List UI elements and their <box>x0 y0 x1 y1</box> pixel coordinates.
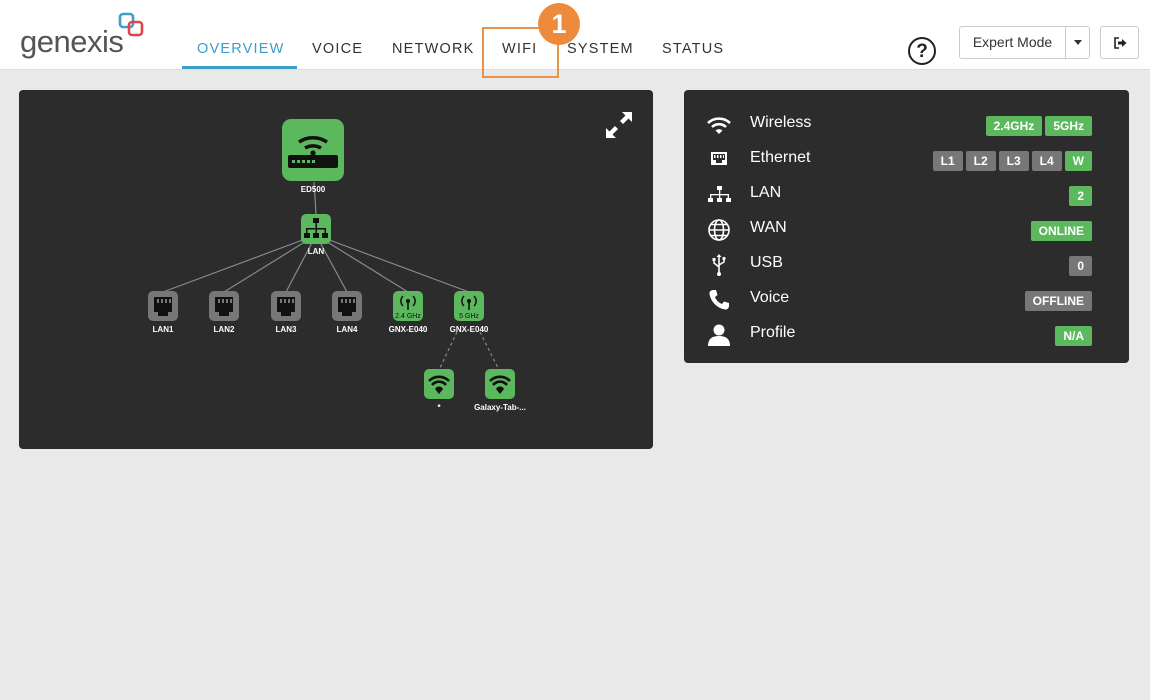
pill-ethernet-l3[interactable]: L3 <box>998 151 1029 171</box>
radio-5ghz-node[interactable]: 5 GHz <box>454 291 484 321</box>
mode-select[interactable]: Expert Mode <box>959 26 1090 59</box>
voice-pills: OFFLINE <box>1024 291 1092 311</box>
router-icon <box>288 135 338 168</box>
antenna-icon <box>461 295 477 310</box>
expand-icon[interactable] <box>604 110 634 140</box>
active-tab-underline <box>182 66 297 69</box>
router-label: ED500 <box>301 185 326 194</box>
pill-profile-value[interactable]: N/A <box>1055 326 1092 346</box>
lan-switch-node[interactable] <box>301 214 331 244</box>
network-tree-icon <box>708 186 731 202</box>
status-row-lan[interactable]: LAN 2 <box>684 182 1129 217</box>
radio-5ghz-label: GNX-E040 <box>450 325 489 334</box>
wireless-links <box>438 331 500 371</box>
tab-voice[interactable]: VOICE <box>312 41 364 57</box>
wireless-pills: 2.4GHz 5GHz <box>985 116 1092 136</box>
pill-wireless-24ghz[interactable]: 2.4GHz <box>985 116 1043 136</box>
logo-mark-icon <box>118 12 144 37</box>
wifi-icon <box>707 117 731 134</box>
pill-lan-count[interactable]: 2 <box>1069 186 1092 206</box>
tab-status[interactable]: STATUS <box>662 41 725 57</box>
usb-icon <box>712 254 726 276</box>
lan2-node[interactable] <box>209 291 239 321</box>
client-node-2[interactable] <box>485 369 515 399</box>
lan3-node[interactable] <box>271 291 301 321</box>
status-name-usb: USB <box>750 254 783 271</box>
client-node-1[interactable] <box>424 369 454 399</box>
step-number-badge: 1 <box>538 3 580 45</box>
radio-24ghz-label: GNX-E040 <box>389 325 428 334</box>
status-name-wireless: Wireless <box>750 114 812 131</box>
ethernet-pills: L1 L2 L3 L4 W <box>932 151 1092 171</box>
mode-dropdown-toggle[interactable] <box>1065 27 1090 58</box>
pill-ethernet-w[interactable]: W <box>1064 151 1092 171</box>
client-1-label: * <box>437 403 441 412</box>
status-row-voice[interactable]: Voice OFFLINE <box>684 287 1129 322</box>
lan-pills: 2 <box>1069 186 1092 206</box>
top-header: genexis OVERVIEW VOICE NETWORK WIFI SYST… <box>0 0 1150 78</box>
logout-button[interactable] <box>1100 26 1139 59</box>
status-name-wan: WAN <box>750 219 787 236</box>
status-row-ethernet[interactable]: Ethernet L1 L2 L3 L4 W <box>684 147 1129 182</box>
tab-wifi[interactable]: WIFI <box>502 41 538 57</box>
user-icon <box>708 324 730 346</box>
phone-icon <box>709 290 729 310</box>
pill-ethernet-l4[interactable]: L4 <box>1031 151 1062 171</box>
pill-usb-count[interactable]: 0 <box>1069 256 1092 276</box>
lan4-label: LAN4 <box>337 325 358 334</box>
interface-status-panel: Wireless 2.4GHz 5GHz Ethernet L1 L2 L3 L… <box>684 90 1129 363</box>
radio-5ghz-band: 5 GHz <box>459 313 479 320</box>
network-tree-icon <box>304 218 328 238</box>
pill-ethernet-l1[interactable]: L1 <box>932 151 963 171</box>
lan1-label: LAN1 <box>153 325 174 334</box>
antenna-icon <box>400 295 416 310</box>
pill-ethernet-l2[interactable]: L2 <box>965 151 996 171</box>
pill-wireless-5ghz[interactable]: 5GHz <box>1045 116 1092 136</box>
ethernet-port-icon <box>711 152 727 165</box>
client-2-label: Galaxy-Tab-... <box>474 403 526 412</box>
topology-diagram: ED500 LAN LAN1 LAN2 <box>148 119 526 412</box>
genexis-logo[interactable]: genexis <box>20 10 150 60</box>
topology-links <box>162 181 470 293</box>
mode-select-label[interactable]: Expert Mode <box>972 34 1053 50</box>
status-name-lan: LAN <box>750 184 782 201</box>
caret-down-icon <box>1074 40 1082 45</box>
lan2-label: LAN2 <box>214 325 235 334</box>
lan4-node[interactable] <box>332 291 362 321</box>
globe-icon <box>708 219 730 241</box>
status-row-usb[interactable]: USB 0 <box>684 252 1129 287</box>
status-name-profile: Profile <box>750 324 796 341</box>
status-row-profile[interactable]: Profile N/A <box>684 322 1129 357</box>
lan-switch-label: LAN <box>308 247 325 256</box>
router-node[interactable] <box>282 119 344 181</box>
status-row-wireless[interactable]: Wireless 2.4GHz 5GHz <box>684 112 1129 147</box>
usb-pills: 0 <box>1069 256 1092 276</box>
lan3-label: LAN3 <box>276 325 297 334</box>
wan-pills: ONLINE <box>1030 221 1092 241</box>
radio-24ghz-node[interactable]: 2.4 GHz <box>393 291 423 321</box>
tab-network[interactable]: NETWORK <box>392 41 475 57</box>
network-topology-panel: ED500 LAN LAN1 LAN2 <box>19 90 653 449</box>
tab-system[interactable]: SYSTEM <box>567 41 634 57</box>
wifi-icon <box>489 375 511 394</box>
tab-overview[interactable]: OVERVIEW <box>197 41 285 57</box>
pill-voice-status[interactable]: OFFLINE <box>1024 291 1092 311</box>
help-icon[interactable]: ? <box>908 37 936 65</box>
status-name-ethernet: Ethernet <box>750 149 811 166</box>
wifi-icon <box>428 375 450 394</box>
pill-wan-status[interactable]: ONLINE <box>1030 221 1092 241</box>
profile-pills: N/A <box>1055 326 1092 346</box>
status-row-wan[interactable]: WAN ONLINE <box>684 217 1129 252</box>
logo-text: genexis <box>20 24 124 59</box>
status-name-voice: Voice <box>750 289 790 306</box>
radio-24ghz-band: 2.4 GHz <box>395 313 421 320</box>
logout-icon <box>1114 37 1127 49</box>
lan1-node[interactable] <box>148 291 178 321</box>
